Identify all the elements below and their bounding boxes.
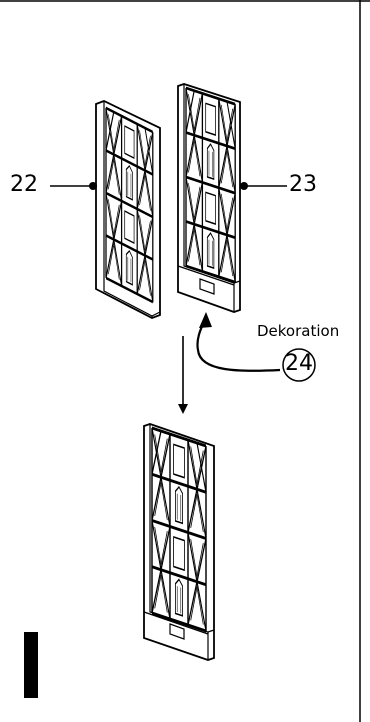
- assembly-arrow-down: [178, 336, 188, 414]
- leader-22: [50, 182, 97, 190]
- callout-label-22: 22: [10, 172, 38, 197]
- leader-23: [240, 182, 287, 190]
- assembled-panel: [143, 423, 215, 661]
- page-marker-bar: [24, 632, 38, 698]
- panel-23: [177, 83, 241, 313]
- callout-circle-24: [282, 348, 316, 382]
- decoration-label: Dekoration: [257, 322, 340, 340]
- panel-22: [95, 100, 161, 319]
- callout-label-23: 23: [289, 172, 317, 197]
- decoration-arrow: [196, 312, 281, 372]
- callout-label-24: 24: [285, 351, 313, 376]
